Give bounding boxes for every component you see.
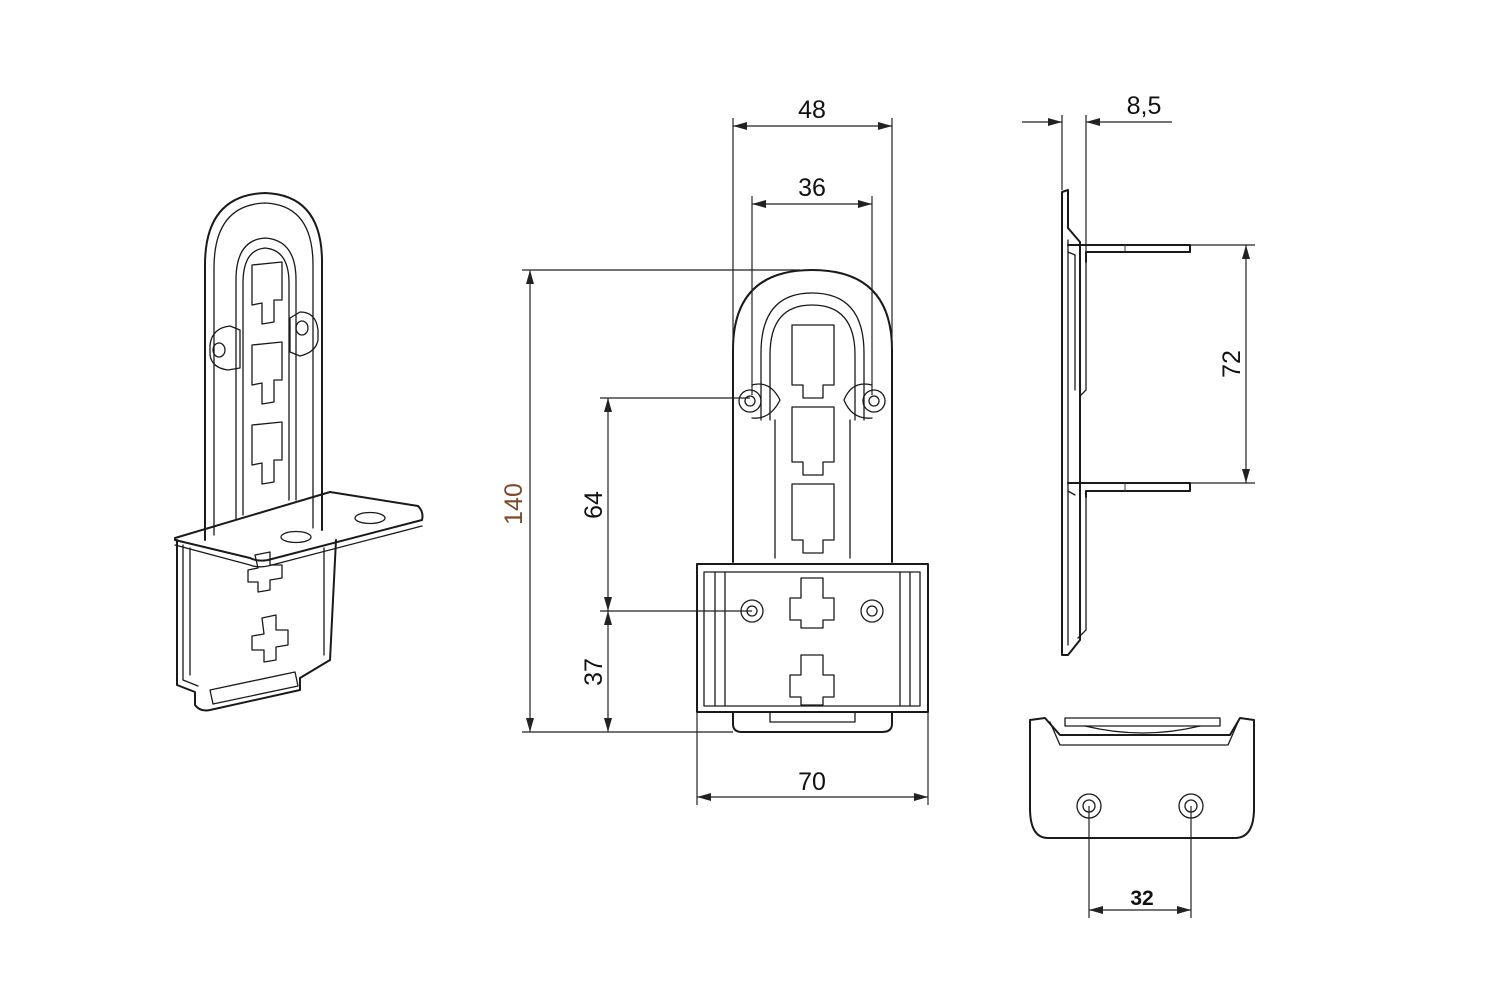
dim-label-64: 64 <box>580 491 608 519</box>
front-view <box>696 269 929 733</box>
dim-label-140: 140 <box>500 483 528 525</box>
dim-label-72: 72 <box>1218 350 1246 378</box>
dimension-lines <box>522 115 1255 918</box>
dim-label-37: 37 <box>580 658 608 686</box>
side-view <box>1061 189 1191 656</box>
dim-label-8-5: 8,5 <box>1127 92 1162 120</box>
dim-label-48: 48 <box>798 96 826 124</box>
dim-label-36: 36 <box>798 174 826 202</box>
dim-label-32: 32 <box>1130 887 1153 910</box>
dim-label-70: 70 <box>798 768 826 796</box>
isometric-view <box>174 192 424 712</box>
top-view <box>1029 717 1255 839</box>
